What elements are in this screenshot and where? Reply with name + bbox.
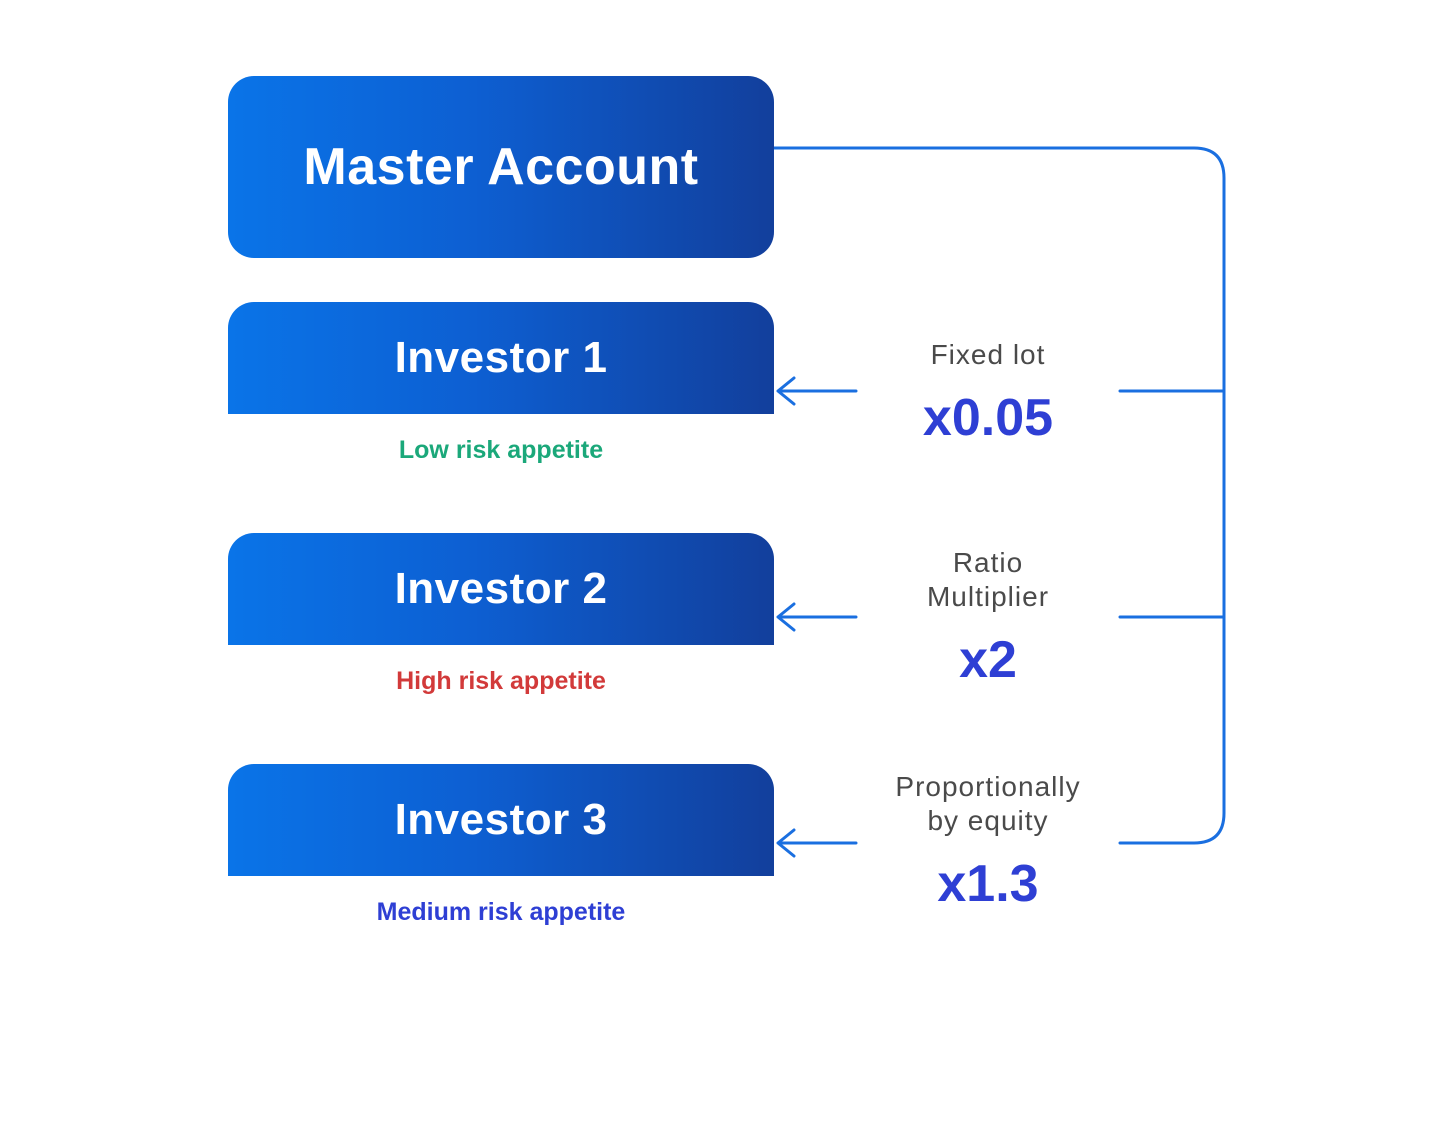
investor-3-multiplier: x1.3 [937,855,1039,913]
investor-1-risk: Low risk appetite [398,436,604,464]
investor-3-risk: Medium risk appetite [376,898,626,926]
investor-1-method: Fixed lot [930,339,1046,370]
arrow-investor-1 [776,376,858,406]
investor-3-box: Investor 3 [228,764,774,876]
investor-2-multiplier: x2 [959,631,1017,689]
investor-1-box: Investor 1 [228,302,774,414]
investor-2-method: Ratio Multiplier [926,547,1050,612]
master-account-label: Master Account [303,138,699,196]
investor-1-multiplier: x0.05 [922,389,1054,447]
investor-3-label: Investor 3 [394,795,608,844]
investor-2-label: Investor 2 [394,564,608,613]
master-trunk-line [772,146,1226,845]
arrow-investor-3 [776,828,858,858]
master-account-box: Master Account [228,76,774,258]
investor-3-method: Proportionally by equity [895,771,1081,836]
investor-2-risk: High risk appetite [396,667,606,695]
arrow-investor-2 [776,602,858,632]
investor-1-label: Investor 1 [394,333,608,382]
investor-2-box: Investor 2 [228,533,774,645]
